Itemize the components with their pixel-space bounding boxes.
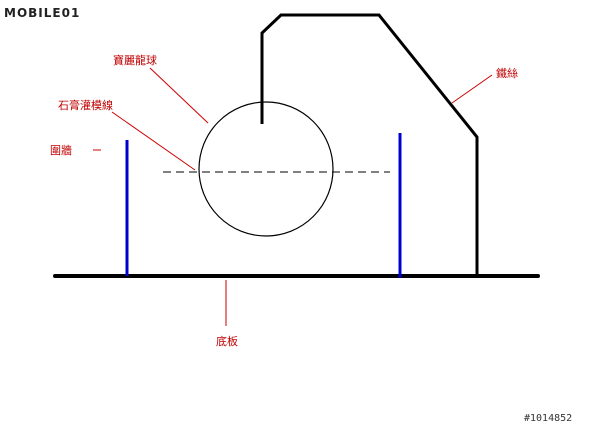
foam-ball	[198, 101, 334, 237]
ball-leader-line	[149, 67, 209, 124]
label-base: 底板	[216, 334, 238, 348]
label-wire: 鐵絲	[496, 66, 518, 80]
label-ball: 寶麗龍球	[113, 53, 157, 67]
plaster-leader-line	[111, 111, 196, 171]
wire	[260, 13, 479, 276]
mobile01-logo: MOBILE01	[4, 6, 80, 20]
wire-leader-line	[451, 74, 493, 104]
label-wall: 圍牆	[50, 143, 72, 157]
mobile01-logo-text: MOBILE01	[4, 6, 80, 20]
watermark-id: #1014852	[524, 413, 572, 424]
label-plaster-line: 石膏灌模線	[58, 98, 113, 112]
